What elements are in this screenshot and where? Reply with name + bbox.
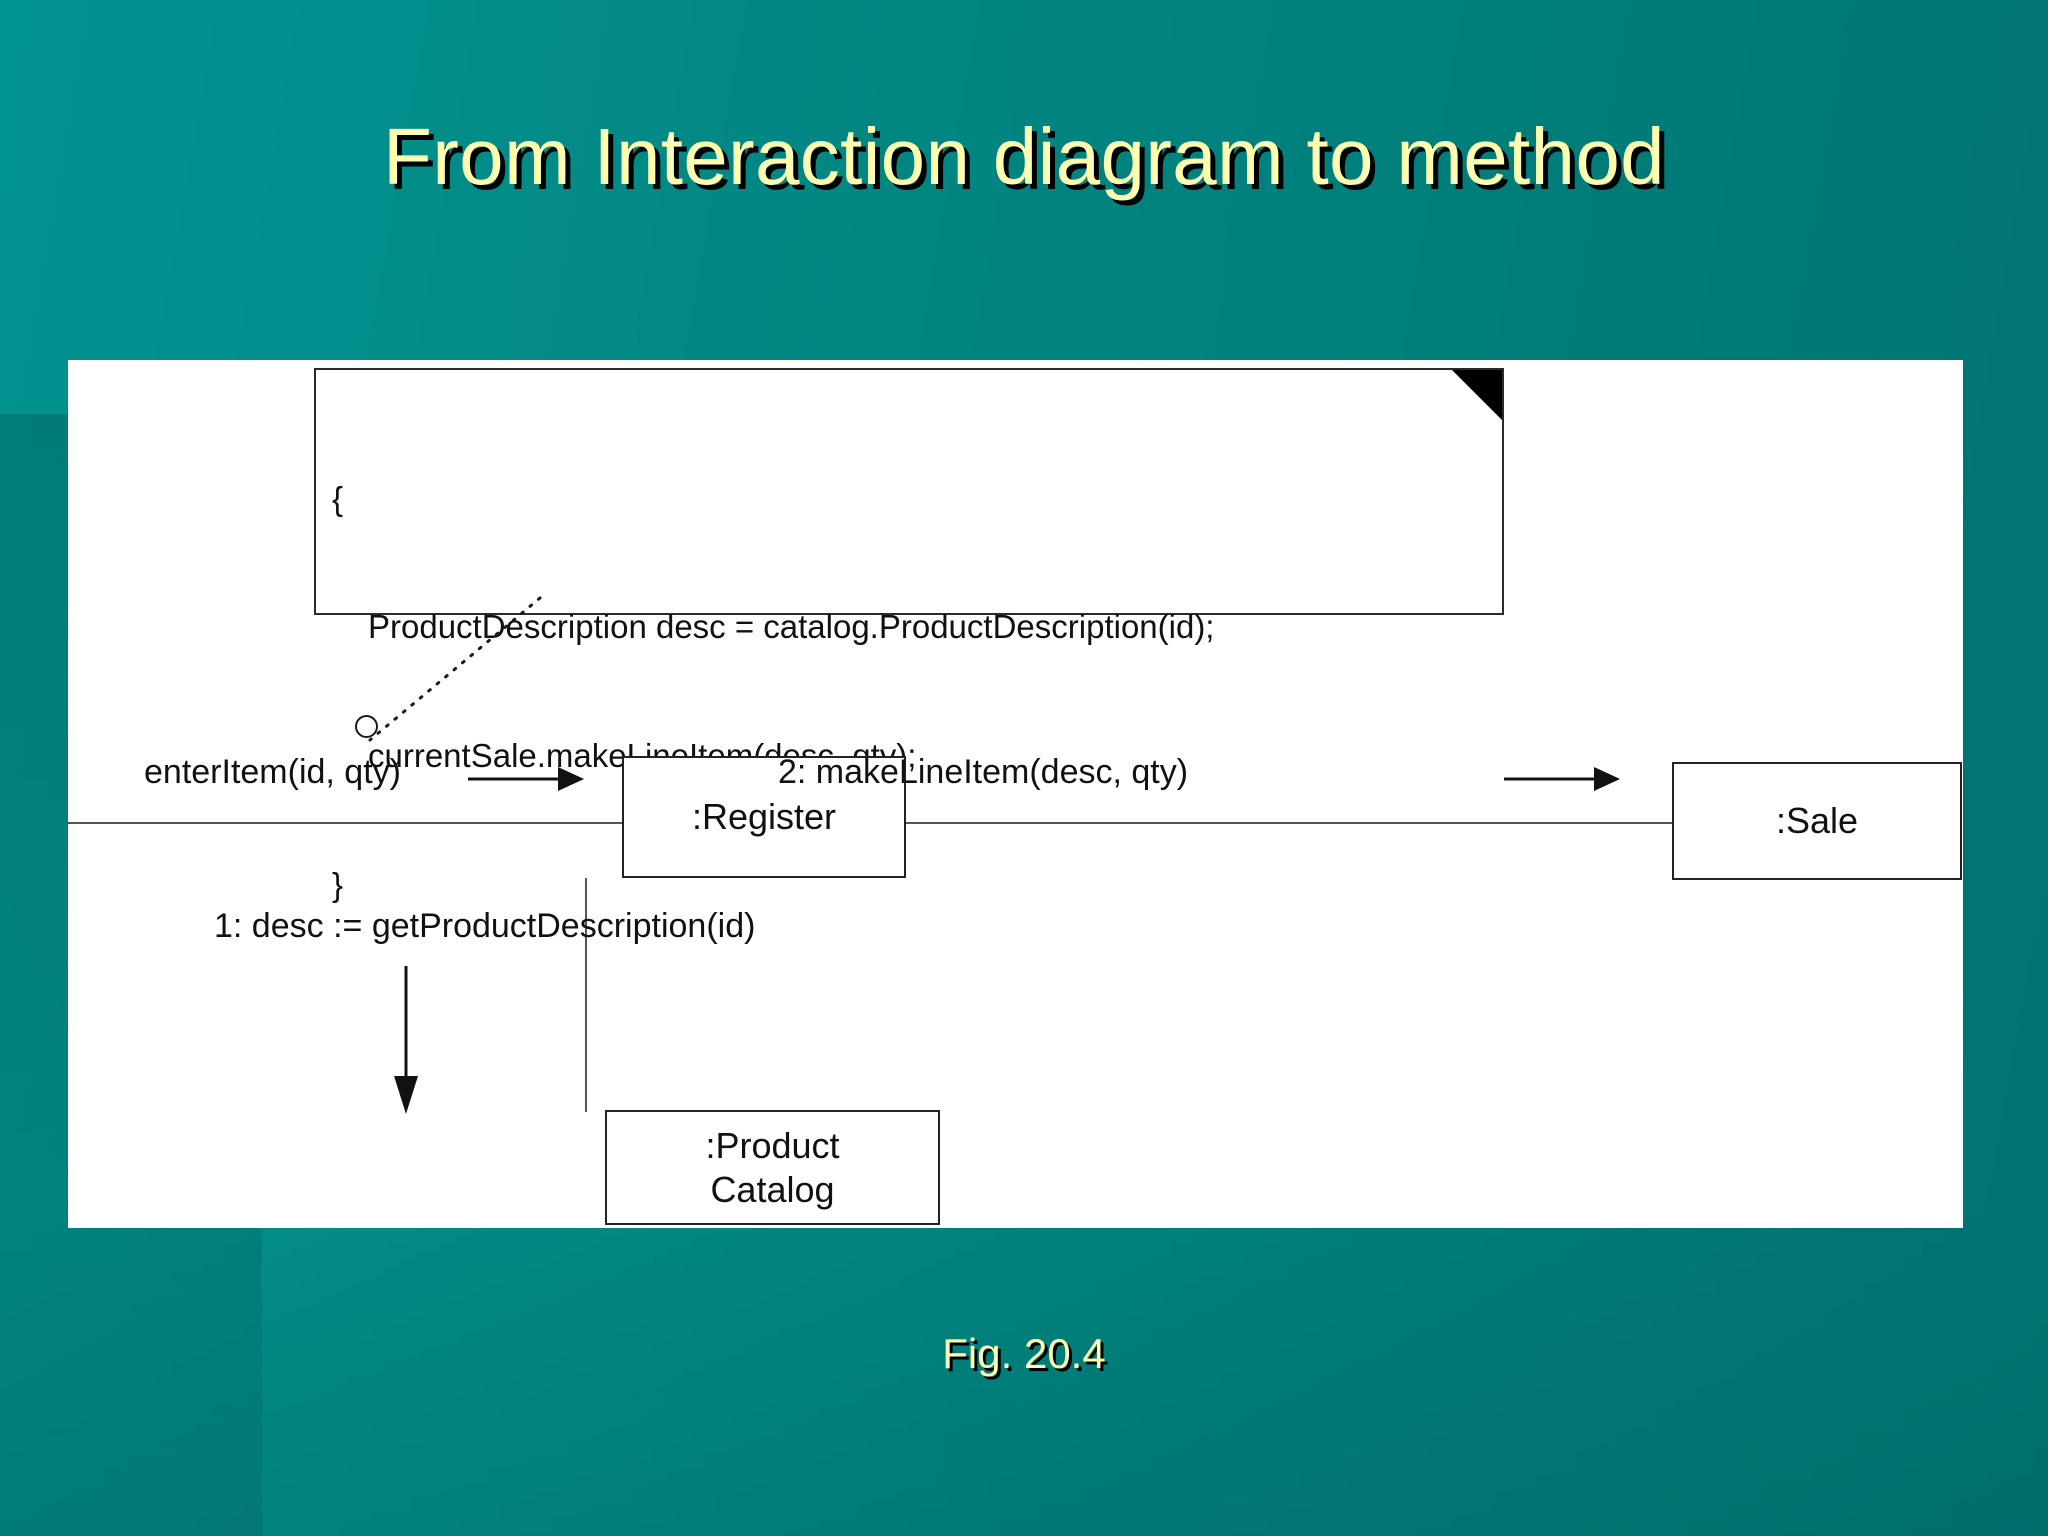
message-label-make-line-item: 2: makeLineItem(desc, qty) <box>778 753 1189 791</box>
arrow-right-make-line-item-icon <box>1504 767 1620 791</box>
page-title: From Interaction diagram to method <box>383 112 1665 201</box>
note-box: { ProductDescription desc = catalog.Prod… <box>314 368 1504 903</box>
diagram-panel: { ProductDescription desc = catalog.Prod… <box>68 360 1963 1228</box>
note-code-block: { ProductDescription desc = catalog.Prod… <box>332 392 1492 992</box>
object-box-sale[interactable]: :Sale <box>1672 762 1962 880</box>
message-label-get-product-description: 1: desc := getProductDescription(id) <box>214 907 756 945</box>
link-line-register-to-catalog <box>585 878 587 1112</box>
link-line-actor-to-register <box>68 822 624 824</box>
message-label-enter-item: enterItem(id, qty) <box>144 753 401 791</box>
note-line-close-brace: } <box>332 865 344 903</box>
note-anchor-circle-icon <box>355 715 378 738</box>
note-folded-corner-icon <box>1452 370 1502 420</box>
note-line-statement-1: ProductDescription desc = catalog.Produc… <box>368 608 1215 646</box>
object-box-register[interactable]: :Register <box>622 756 906 878</box>
object-label-product-catalog-line1: :Product <box>705 1124 840 1166</box>
object-box-product-catalog[interactable]: :Product Catalog <box>605 1110 940 1225</box>
object-label-product-catalog-line2: Catalog <box>710 1168 835 1210</box>
object-label-sale: :Sale <box>1775 800 1859 842</box>
figure-caption: Fig. 20.4 <box>942 1330 1106 1377</box>
background-shade-bottom <box>0 1206 2048 1536</box>
object-label-register: :Register <box>691 796 837 838</box>
note-line-open-brace: { <box>332 479 344 517</box>
link-line-register-to-sale <box>906 822 1672 824</box>
